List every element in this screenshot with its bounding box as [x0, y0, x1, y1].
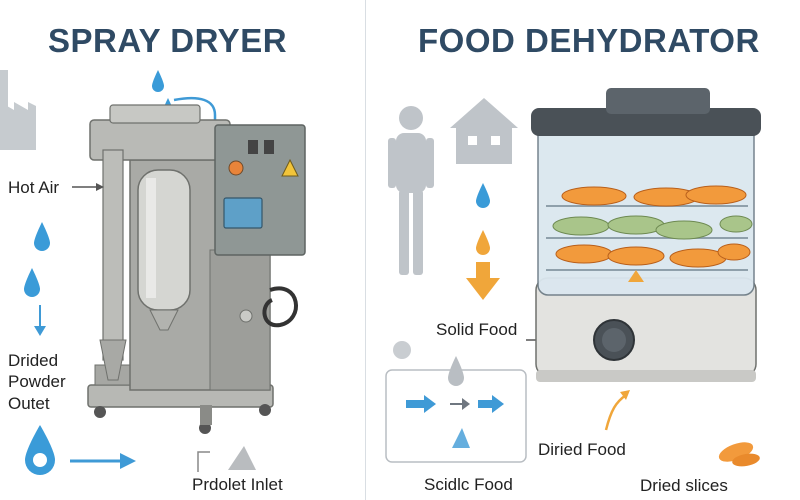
person-icon — [388, 106, 434, 275]
flow-arrow-icon — [406, 395, 504, 413]
outlet-drop-icon — [25, 425, 55, 475]
food-dehydrator-illustration — [385, 88, 761, 467]
panel-divider — [365, 0, 366, 500]
food-dehydrator-panel: FOOD DEHYDRATOR Solid Food Scidlc Food D… — [366, 0, 800, 500]
orange-slice-row — [561, 185, 747, 207]
hot-air-label: Hot Air — [8, 178, 60, 197]
food-dehydrator-title: FOOD DEHYDRATOR — [418, 22, 760, 59]
dried-slice-icon — [718, 442, 760, 467]
water-drop-icon — [476, 183, 490, 208]
house-icon — [450, 98, 518, 164]
outlet-label: Drided Powder Outet — [8, 350, 66, 414]
spray-dryer-panel: SPRAY DRYER Hot Air Drided Powder Outet … — [0, 0, 365, 500]
oil-drop-icon — [476, 230, 490, 255]
outlet-label-line: Powder — [8, 372, 66, 392]
inlet-label: Prdolet Inlet — [192, 475, 283, 494]
factory-icon — [0, 70, 36, 150]
spray-dryer-title: SPRAY DRYER — [48, 22, 288, 59]
bottom-food-label: Scidlc Food — [424, 475, 513, 494]
water-drop-icon — [24, 222, 50, 297]
spray-dryer-illustration — [0, 70, 306, 475]
outlet-label-line: Drided — [8, 351, 59, 370]
dried-slices-label: Dried slices — [640, 476, 728, 495]
dried-food-label: Diried Food — [538, 440, 626, 459]
outlet-label-line: Outet — [8, 393, 50, 413]
green-slice-row — [552, 215, 753, 240]
solid-food-label: Solid Food — [436, 320, 518, 339]
orange-slice-row — [555, 243, 751, 268]
